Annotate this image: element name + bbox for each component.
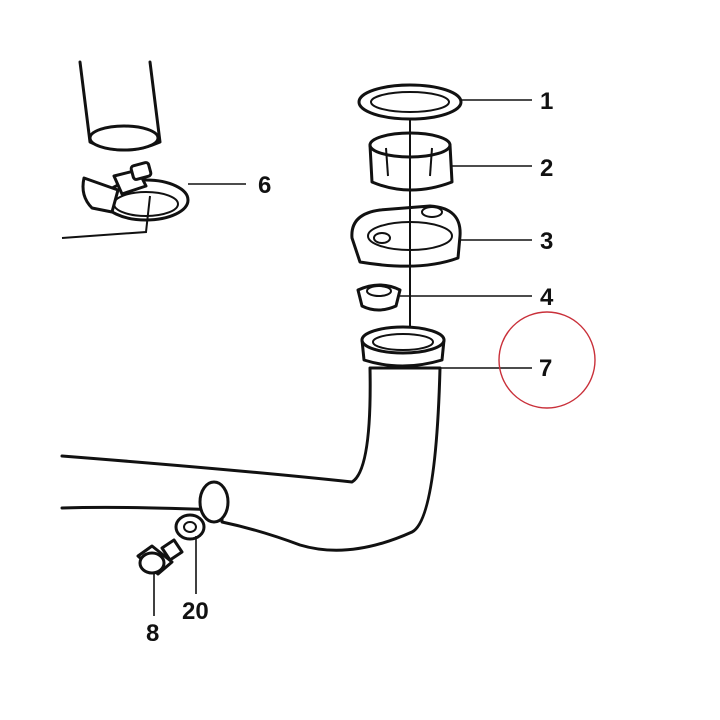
callout-label-1: 1 [540,88,553,115]
upper-left-pipe [78,60,162,152]
washer-part-20[interactable] [174,513,206,541]
callout-label-7: 7 [539,355,552,382]
leader-lines [153,99,532,616]
callout-label-2: 2 [540,155,553,182]
callout-label-3: 3 [540,228,553,255]
callout-label-6: 6 [258,172,271,199]
seal-ring-part-1[interactable] [357,83,463,121]
mounting-flange-part-3[interactable] [350,204,462,268]
callout-label-20: 20 [182,598,209,625]
highlight-circle [498,311,596,409]
callout-label-8: 8 [146,620,159,647]
callout-label-4: 4 [540,284,554,311]
bent-pipe-part-7[interactable] [60,325,446,552]
nut-part-4[interactable] [356,283,402,312]
hose-clamp-part-6[interactable] [61,161,190,239]
drain-plug-part-8[interactable] [136,538,184,576]
